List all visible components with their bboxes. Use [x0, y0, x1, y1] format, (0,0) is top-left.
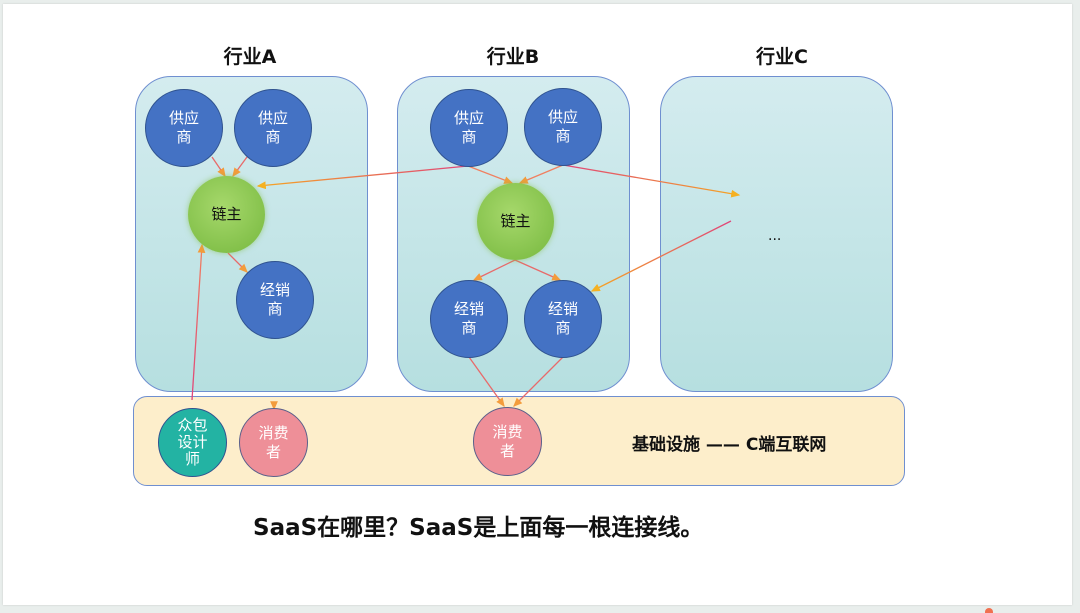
- edge-b-chain-dealer1: [472, 259, 516, 281]
- b-supplier-node-2: 供应 商: [524, 88, 602, 166]
- edge-b-dealer2-consumer: [513, 356, 564, 407]
- consumer-node-1: 消费 者: [239, 408, 308, 477]
- crowd-designer-node: 众包 设计 师: [158, 408, 227, 477]
- industry-a-title: 行业A: [223, 46, 277, 68]
- a-chain-owner-node: 链主: [188, 176, 265, 253]
- edge-a-supplier1-chain: [211, 156, 226, 178]
- edge-designer-a-chain: [191, 243, 206, 401]
- edge-b-supplier1-chain: [467, 165, 514, 184]
- b-dealer-node-1: 经销 商: [430, 280, 508, 358]
- edge-c-b-dealer2: [590, 220, 732, 292]
- slide-caption: SaaS在哪里？SaaS是上面每一根连接线。: [253, 515, 704, 541]
- b-supplier-node-1: 供应 商: [430, 89, 508, 167]
- edge-a-chain-dealer: [227, 252, 248, 273]
- a-dealer-node: 经销 商: [236, 261, 314, 339]
- a-supplier-node-2: 供应 商: [234, 89, 312, 167]
- edge-b-dealer1-consumer: [468, 356, 505, 408]
- industry-c-placeholder: ...: [768, 228, 782, 244]
- corner-indicator: [985, 608, 993, 613]
- infrastructure-label: 基础设施 —— C端互联网: [632, 435, 827, 455]
- industry-b-title: 行业B: [486, 46, 540, 68]
- b-chain-owner-node: 链主: [477, 183, 554, 260]
- a-supplier-node-1: 供应 商: [145, 89, 223, 167]
- edge-b-supplier2-chain: [518, 164, 564, 184]
- edge-a-supplier2-chain: [232, 156, 248, 178]
- edge-b-supplier1-a-chain: [256, 165, 469, 190]
- industry-c-box: [660, 76, 893, 392]
- b-dealer-node-2: 经销 商: [524, 280, 602, 358]
- consumer-node-2: 消费 者: [473, 407, 542, 476]
- industry-c-title: 行业C: [756, 46, 808, 68]
- edge-b-chain-dealer2: [514, 259, 562, 281]
- edge-b-supplier2-c: [562, 164, 741, 198]
